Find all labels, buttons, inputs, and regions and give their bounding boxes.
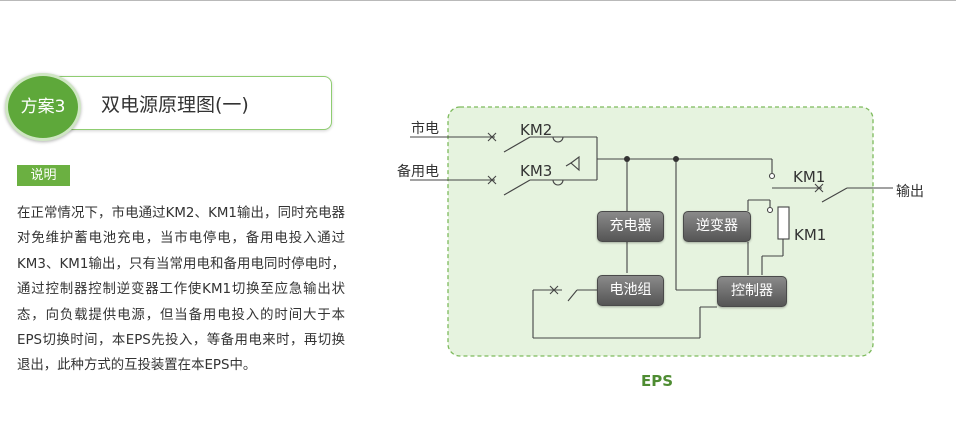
page-title: 双电源原理图(一) (101, 94, 249, 116)
backup-label: 备用电 (397, 164, 439, 180)
plan-badge: 方案3 (5, 73, 81, 141)
km1-switch-label: KM1 (793, 168, 826, 186)
battery-box: 电池组 (597, 275, 664, 306)
km2-label: KM2 (520, 121, 553, 139)
inverter-box: 逆变器 (683, 211, 751, 242)
charger-box: 充电器 (597, 211, 664, 242)
controller-box: 控制器 (717, 276, 787, 307)
eps-label: EPS (641, 372, 674, 390)
note-badge: 说明 (17, 165, 70, 186)
output-label: 输出 (896, 184, 924, 200)
km3-label: KM3 (520, 162, 553, 180)
description-text: 在正常情况下，市电通过KM2、KM1输出，同时充电器对免维护蓄电池充电，当市电停… (17, 206, 345, 374)
top-divider (0, 0, 956, 1)
km1-coil-label: KM1 (794, 226, 827, 244)
title-card (40, 76, 332, 130)
mains-label: 市电 (411, 121, 439, 137)
